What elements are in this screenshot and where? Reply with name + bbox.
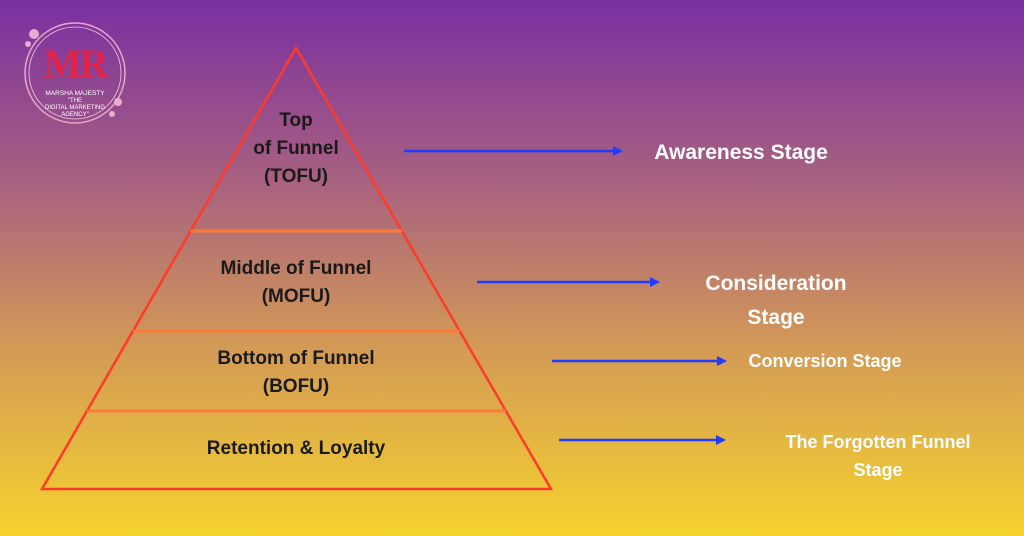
stage-conversion: Conversion Stage [748,351,902,371]
logo-line-4: AGENCY" [61,112,89,118]
logo-line-3: DIGITAL MARKETING [44,105,105,111]
tier-retention: Retention & Loyalty [206,438,386,459]
pyramid-outline [39,45,554,491]
stage-forgotten: The Forgotten Funnel Stage [785,432,971,480]
logo-ring-icon [24,22,126,124]
stage-awareness: Awareness Stage [654,141,828,164]
logo-monogram: MR [43,41,109,86]
tier-mofu: Middle of Funnel (MOFU) [220,258,372,307]
logo-line-1: MARSHA MAJESTY [45,90,105,97]
tier-tofu: Top of Funnel (TOFU) [253,110,339,187]
stage-consideration: Consideration Stage [705,272,847,329]
logo-line-2: "THE [67,98,83,104]
tier-bofu: Bottom of Funnel (BOFU) [217,348,375,397]
agency-logo: MR MARSHA MAJESTY "THE DIGITAL MARKETING… [16,14,134,132]
